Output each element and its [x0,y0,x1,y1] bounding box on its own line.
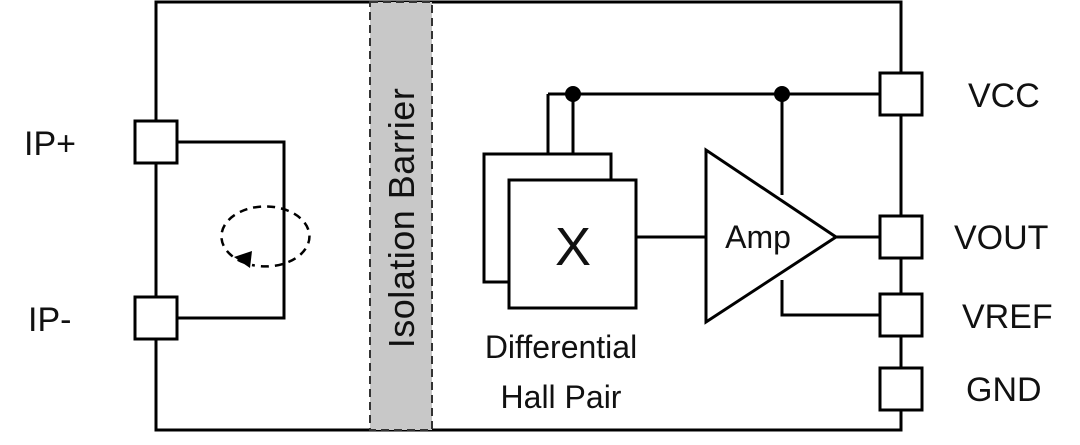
pin-ip-plus [133,119,179,165]
pin-label-ip-minus: IP- [28,301,71,339]
pin-label-vout: VOUT [954,219,1048,257]
amplifier [704,147,839,325]
pin-label-ip-plus: IP+ [24,125,76,163]
primary-conductor [178,140,286,320]
pin-gnd [878,366,924,412]
isolation-barrier [369,1,433,431]
pin-vcc [878,71,924,117]
pin-label-gnd: GND [966,371,1042,409]
pin-ip-minus [133,295,179,341]
hall-element-front [507,178,638,310]
junction-dot-amp [774,86,790,102]
pin-vout [878,214,924,260]
hall-label-line2: Hall Pair [501,379,622,415]
pin-vref [878,292,924,338]
junction-dot-hall [565,86,581,102]
vref-wire [780,280,880,317]
isolation-barrier-label: Isolation Barrier [381,88,422,349]
hall-label-line1: Differential [485,329,637,365]
amp-label: Amp [725,219,791,255]
dashed-circular-arrow-icon [220,205,311,268]
pin-label-vcc: VCC [968,77,1040,115]
pin-label-vref: VREF [962,298,1053,336]
hall-multiplier-symbol: X [555,217,591,277]
